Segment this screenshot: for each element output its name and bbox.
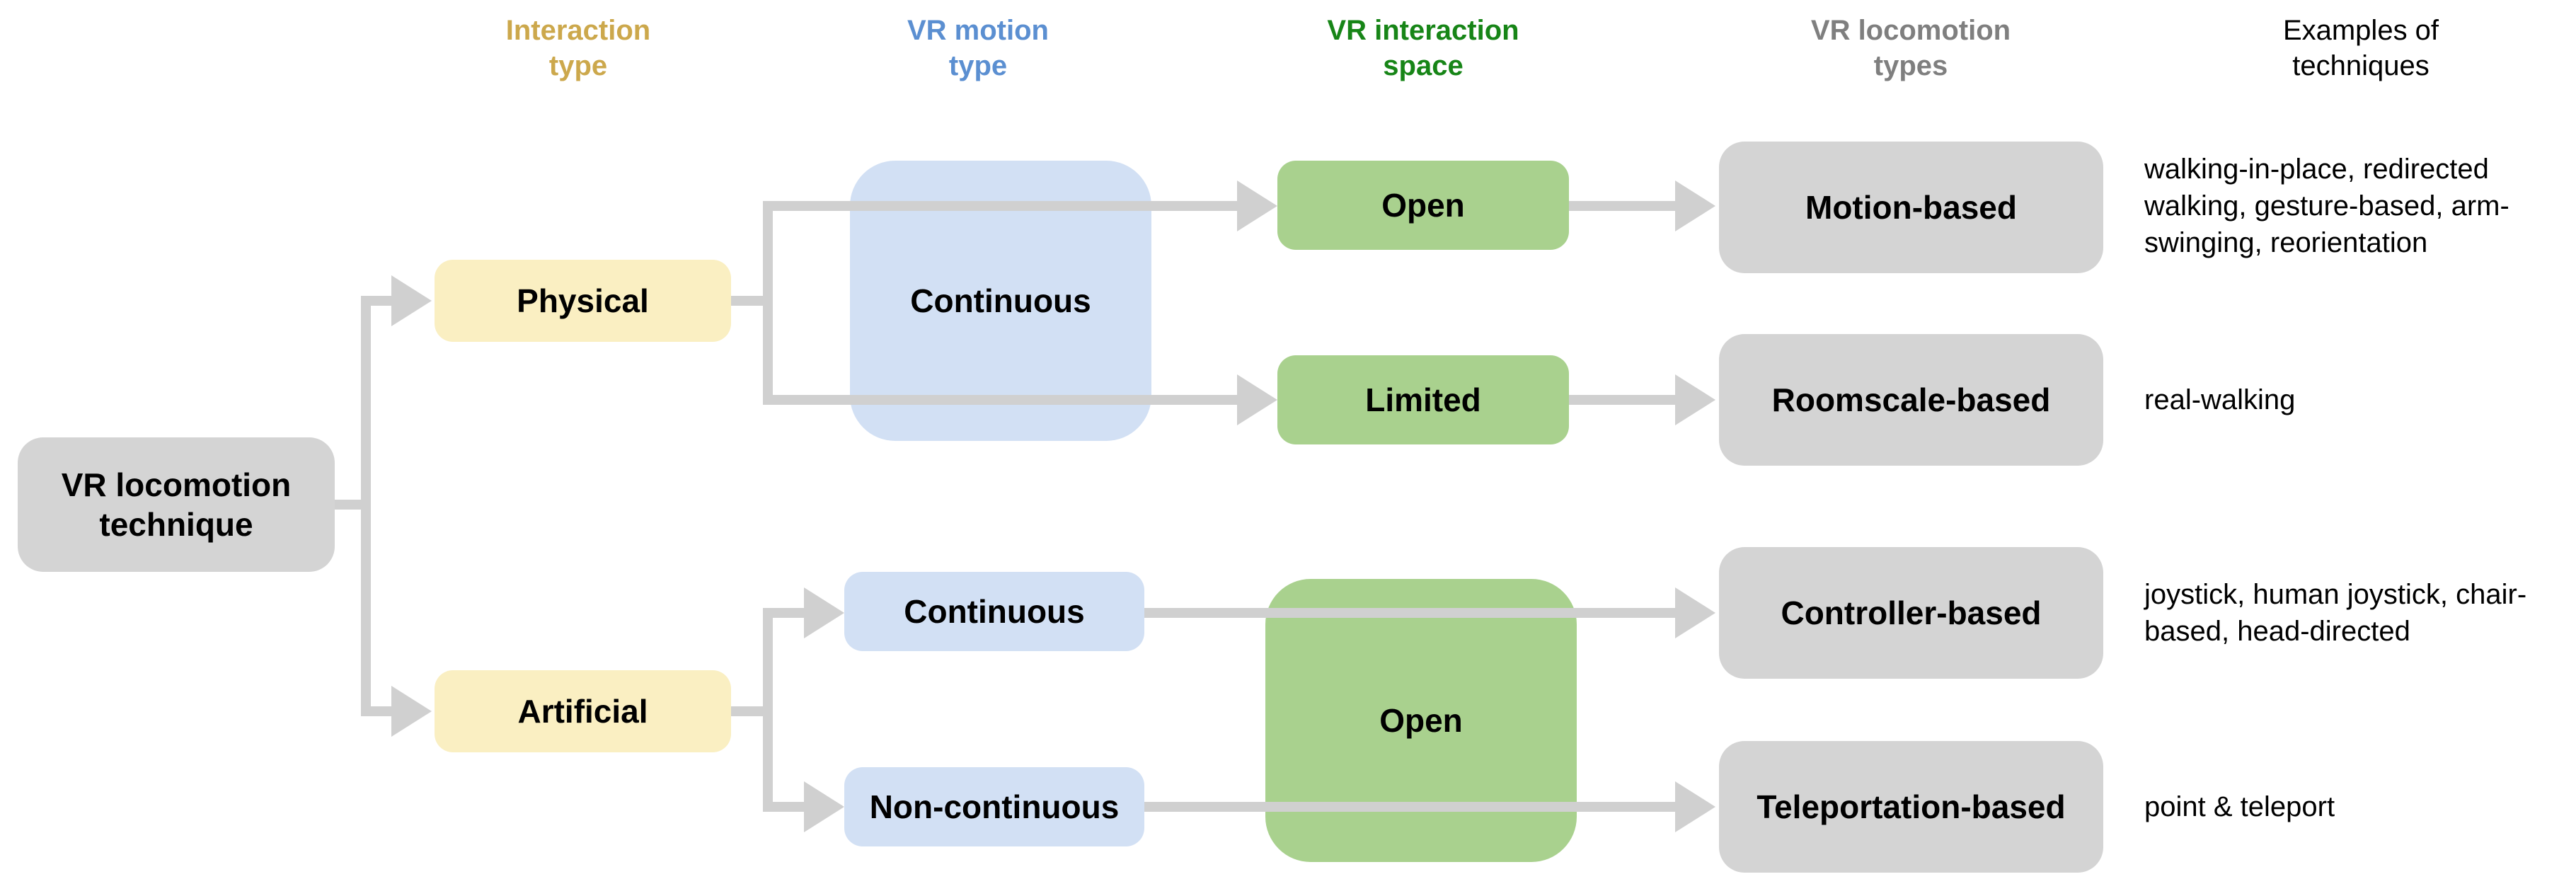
example-line: walking, gesture-based, arm- (2144, 190, 2509, 222)
header-line: VR motion (907, 15, 1049, 46)
connector-to-physical (371, 296, 391, 306)
example-line: point & teleport (2144, 791, 2335, 822)
arrowhead-continuous (804, 587, 844, 638)
node-teleportation-based: Teleportation-based (1719, 741, 2103, 873)
node-label-line: VR locomotion (61, 466, 292, 503)
node-label: Motion-based (1805, 189, 2017, 226)
header-line: techniques (2292, 50, 2430, 81)
column-header-vr-locomotion-types: VR locomotion types (1727, 13, 2095, 84)
example-line: real-walking (2144, 384, 2296, 415)
header-line: types (1873, 50, 1948, 81)
node-label: Limited (1365, 381, 1481, 418)
node-physical: Physical (435, 260, 731, 342)
node-label: Open (1381, 187, 1465, 224)
connector-artificial-stub (731, 706, 773, 716)
example-line: based, head-directed (2144, 616, 2410, 647)
node-label: Teleportation-based (1756, 788, 2066, 825)
node-label: Roomscale-based (1771, 381, 2051, 418)
node-motion-based: Motion-based (1719, 142, 2103, 273)
header-line: Interaction (505, 15, 651, 46)
arrowhead-open-physical (1237, 180, 1277, 231)
header-line: space (1383, 50, 1464, 81)
node-controller-based: Controller-based (1719, 547, 2103, 679)
node-label: Continuous (904, 593, 1085, 630)
header-line: type (948, 50, 1008, 81)
connector-to-limited (763, 395, 1237, 405)
node-continuous-artificial: Continuous (844, 572, 1144, 651)
connector-limited-to-roomscale (1569, 395, 1675, 405)
arrowhead-non-continuous (804, 781, 844, 832)
arrowhead-teleportation-based (1675, 781, 1715, 832)
node-label: Non-continuous (869, 788, 1120, 825)
node-limited: Limited (1277, 355, 1569, 444)
connector-to-artificial (371, 706, 391, 716)
example-line: swinging, reorientation (2144, 227, 2428, 258)
example-line: walking-in-place, redirected (2144, 154, 2489, 185)
node-open-physical: Open (1277, 161, 1569, 250)
column-header-interaction-type: Interaction type (394, 13, 762, 84)
connector-continuous-to-controller (1144, 608, 1675, 618)
examples-motion-based: walking-in-place, redirected walking, ge… (2144, 151, 2569, 261)
column-header-examples-of-techniques: Examples of techniques (2177, 13, 2545, 84)
node-label: Artificial (517, 693, 648, 730)
node-non-continuous: Non-continuous (844, 767, 1144, 846)
header-line: VR interaction (1327, 15, 1519, 46)
example-line: joystick, human joystick, chair- (2144, 579, 2527, 610)
column-header-vr-motion-type: VR motion type (794, 13, 1162, 84)
connector-physical-trunk (763, 201, 773, 405)
node-roomscale-based: Roomscale-based (1719, 334, 2103, 466)
node-label: Physical (517, 282, 649, 319)
header-line: VR locomotion (1810, 15, 2011, 46)
node-open-artificial: Open (1265, 579, 1577, 862)
node-label-line: technique (99, 506, 253, 543)
header-line: Examples of (2282, 15, 2439, 46)
connector-open-to-motion (1569, 201, 1675, 211)
arrowhead-limited (1237, 374, 1277, 425)
connector-artificial-trunk (763, 608, 773, 812)
node-vr-locomotion-technique: VR locomotion technique (18, 437, 335, 572)
connector-to-continuous (763, 608, 804, 618)
examples-teleportation-based: point & teleport (2144, 788, 2569, 825)
column-header-vr-interaction-space: VR interaction space (1239, 13, 1607, 84)
node-artificial: Artificial (435, 670, 731, 752)
examples-controller-based: joystick, human joystick, chair- based, … (2144, 576, 2569, 650)
connector-noncontinuous-to-teleportation (1144, 802, 1675, 812)
node-label: Controller-based (1781, 595, 2042, 631)
examples-roomscale-based: real-walking (2144, 381, 2569, 418)
arrowhead-artificial (391, 686, 432, 737)
arrowhead-physical (391, 275, 432, 326)
node-label: Open (1379, 702, 1463, 739)
connector-to-non-continuous (763, 802, 804, 812)
arrowhead-motion-based (1675, 180, 1715, 231)
connector-physical-stub (731, 296, 773, 306)
node-label: Continuous (910, 282, 1091, 319)
arrowhead-controller-based (1675, 587, 1715, 638)
arrowhead-roomscale-based (1675, 374, 1715, 425)
header-line: type (548, 50, 608, 81)
connector-to-open-physical (763, 201, 1237, 211)
connector-root-trunk (361, 296, 371, 716)
